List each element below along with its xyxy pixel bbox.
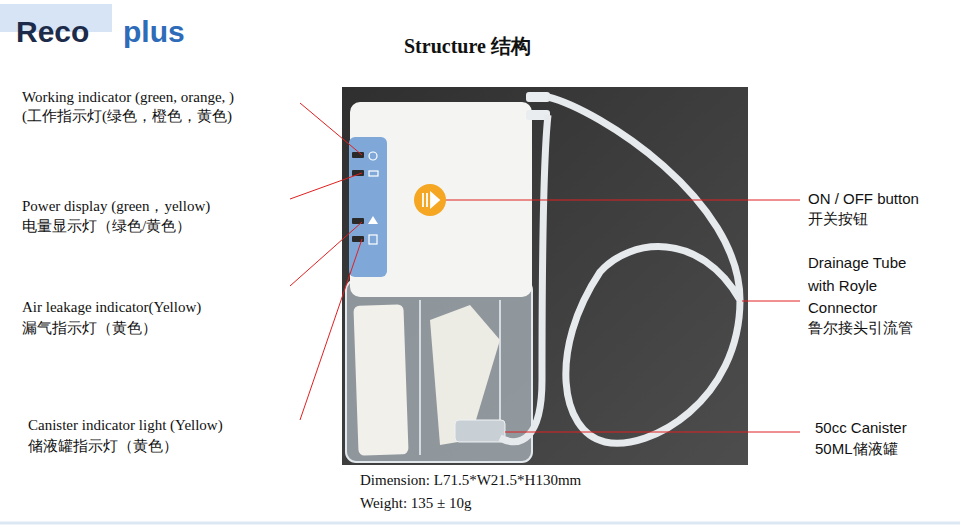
- button-symbol: [423, 193, 439, 207]
- canister: [346, 280, 532, 462]
- part-label: Canister indicator light (Yellow): [28, 416, 223, 434]
- leader-line: [300, 103, 362, 155]
- gauze: [353, 304, 408, 456]
- brand-name: Reco: [16, 14, 89, 50]
- part-label: 电量显示灯（绿色/黄色）: [22, 217, 191, 235]
- footer-rule: [0, 522, 960, 525]
- drainage-tube: [500, 115, 548, 442]
- part-label: 鲁尔接头引流管: [808, 319, 913, 337]
- indicator-light: [352, 218, 364, 224]
- indicator-light: [352, 152, 364, 158]
- part-label: 储液罐指示灯（黄色）: [28, 437, 178, 455]
- leader-line: [742, 301, 800, 302]
- dimension-note: Dimension: L71.5*W21.5*H130mm: [360, 471, 581, 489]
- part-label: Air leakage indicator(Yellow): [22, 298, 201, 316]
- clock-icon: [369, 152, 377, 160]
- part-label: ON / OFF button: [808, 190, 919, 208]
- leak-icon: [368, 216, 378, 224]
- royle-connector: [526, 92, 550, 102]
- part-label: 50ML储液罐: [815, 440, 898, 458]
- leader-line: [446, 200, 800, 201]
- part-label: Drainage Tube with Royle Connector: [808, 252, 933, 320]
- leader-line: [290, 173, 362, 199]
- side-panel: [349, 137, 387, 277]
- part-label: (工作指示灯(绿色，橙色，黄色): [22, 107, 232, 125]
- canister-wall: [419, 300, 421, 455]
- on-off-button: [414, 184, 446, 216]
- canister-icon: [369, 235, 377, 244]
- canister-wall: [499, 300, 501, 440]
- part-label: 50cc Canister: [815, 419, 907, 437]
- brand-name: plus: [123, 14, 185, 50]
- leader-line: [505, 432, 800, 433]
- part-label: Working indicator (green, orange, ): [22, 88, 234, 106]
- weight-note: Weight: 135 ± 10g: [360, 494, 472, 512]
- drainage-tube: [548, 97, 740, 443]
- battery-icon: [369, 171, 378, 176]
- canister-outlet: [455, 420, 505, 442]
- part-label: 开关按钮: [808, 210, 868, 228]
- diagram-title: Structure 结构: [404, 34, 531, 58]
- photo-background: [342, 87, 748, 465]
- indicator-light: [352, 170, 364, 176]
- part-label: 漏气指示灯（黄色）: [22, 319, 157, 337]
- leader-line: [300, 239, 362, 420]
- indicator-light: [352, 236, 364, 242]
- leader-line: [290, 222, 362, 286]
- part-label: Power display (green，yellow): [22, 197, 210, 215]
